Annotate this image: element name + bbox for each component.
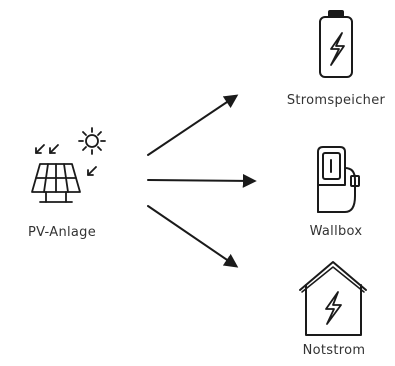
sun-icon xyxy=(78,127,106,155)
arrow-to-wallbox xyxy=(147,173,257,188)
target-label-notstrom: Notstrom xyxy=(302,343,366,358)
house-lightning-icon xyxy=(299,261,367,336)
battery-icon xyxy=(319,10,353,78)
arrow-to-stromspeicher xyxy=(147,94,239,156)
solar-panel-icon xyxy=(31,127,106,203)
pv-panel xyxy=(31,163,81,203)
target-label-wallbox: Wallbox xyxy=(309,224,363,239)
arrow-to-notstrom xyxy=(147,205,239,268)
source-label: PV-Anlage xyxy=(27,225,97,240)
target-label-stromspeicher: Stromspeicher xyxy=(286,93,386,108)
sunlight-arrows xyxy=(35,144,97,176)
wallbox-charger-icon xyxy=(317,146,360,213)
